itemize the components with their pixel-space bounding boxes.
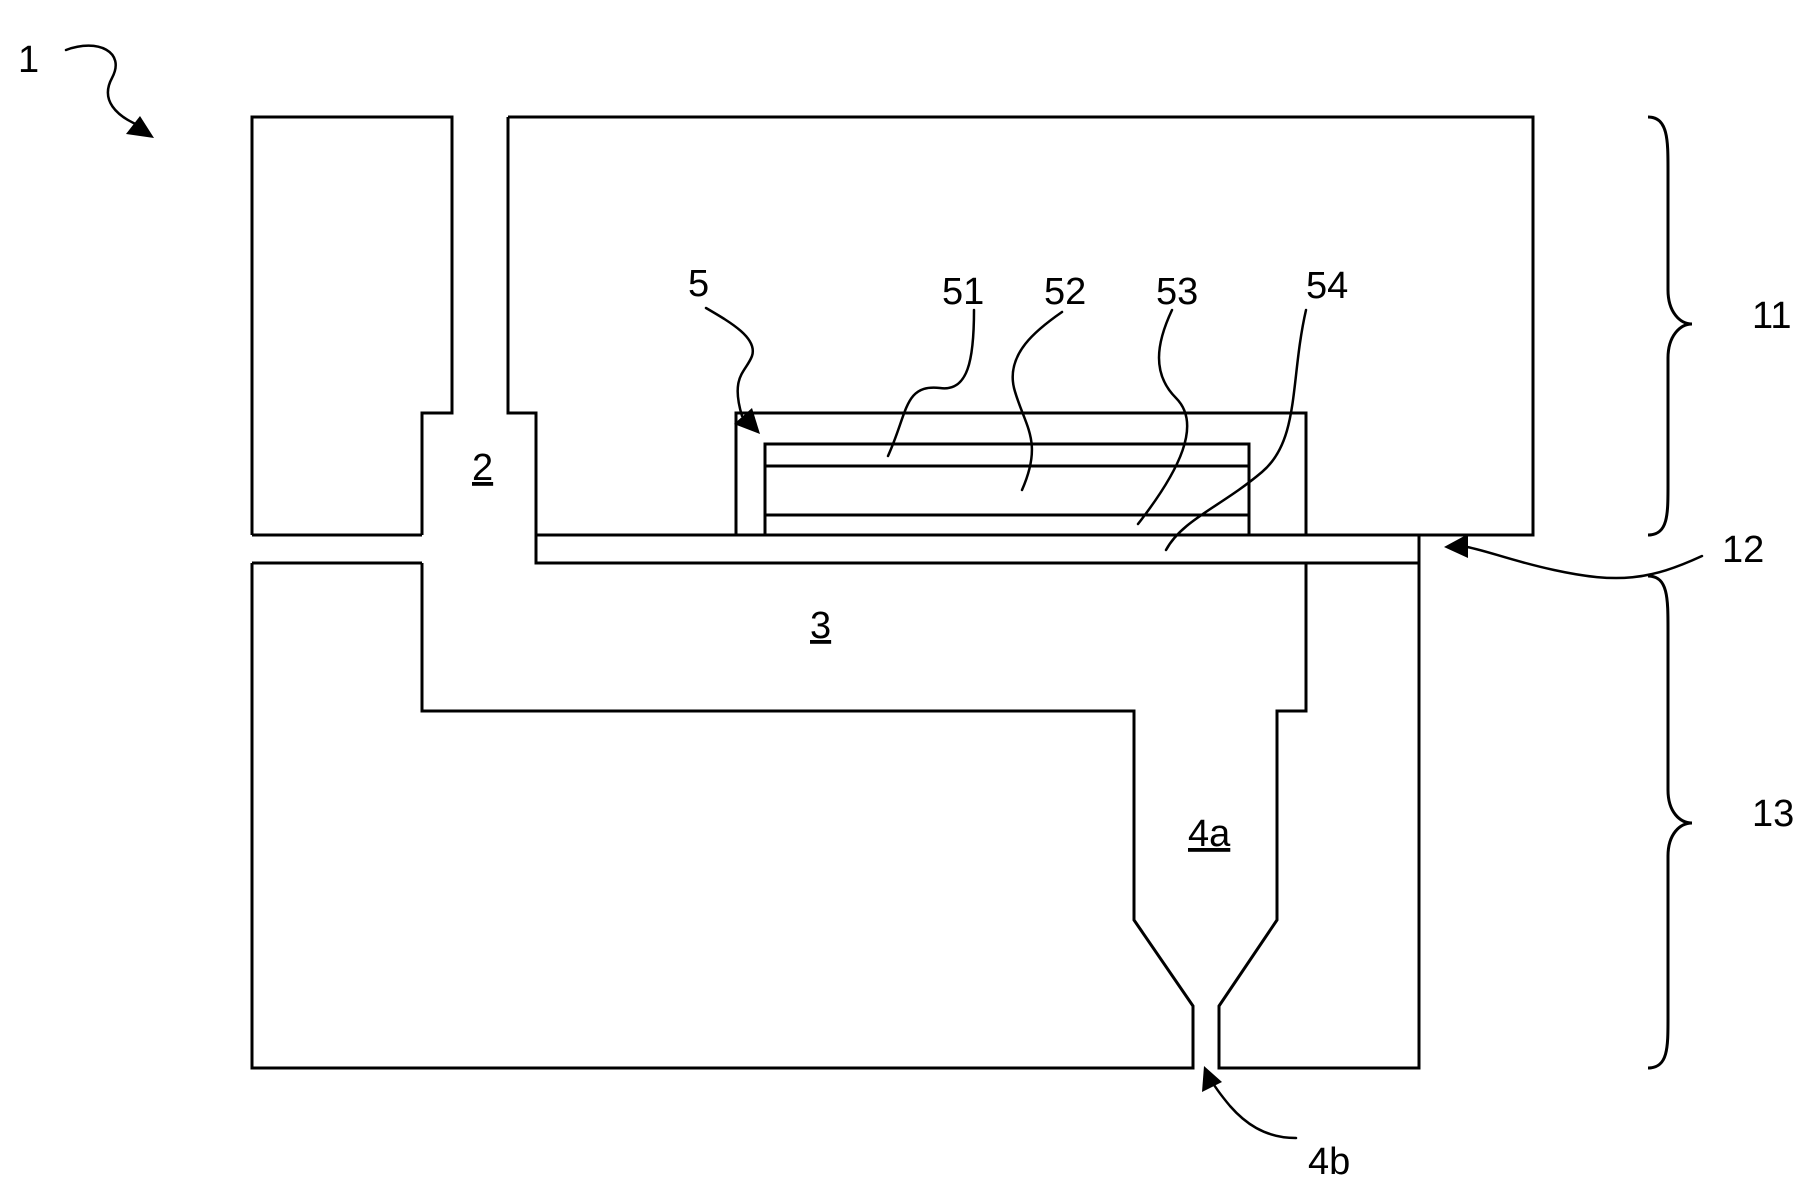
brace-upper-part [1648,117,1692,535]
arrow-device [126,116,154,138]
lower-left-block [252,563,1193,1068]
lower-right-block [1219,563,1419,1068]
leader-membrane [1462,546,1702,578]
label-layer-51: 51 [942,271,984,313]
actuator-layer-stack [765,444,1249,535]
arrow-nozzle [1202,1066,1222,1092]
upper-right-block-step [508,117,536,535]
leader-layer-53 [1138,310,1187,524]
label-layer-54: 54 [1306,265,1348,307]
label-membrane: 12 [1722,529,1764,571]
leader-nozzle [1210,1078,1296,1138]
label-actuator: 5 [688,263,709,305]
upper-right-block [508,117,1533,535]
label-upper-part: 11 [1752,295,1791,337]
label-device: 1 [18,39,39,81]
label-outlet-channel: 4a [1188,813,1231,855]
actuator-housing [736,413,1306,535]
label-nozzle: 4b [1308,1141,1350,1183]
brace-lower-part [1648,576,1692,1068]
leader-layer-52 [1013,312,1062,490]
leader-actuator [706,308,753,416]
label-chamber: 3 [810,605,831,647]
membrane-right [536,535,1419,563]
upper-left-block [252,117,452,535]
leader-layer-51 [888,310,974,456]
label-lower-part: 13 [1752,793,1794,835]
leader-device [66,46,140,126]
label-inlet-channel: 2 [472,447,493,489]
label-layer-52: 52 [1044,271,1086,313]
label-layer-53: 53 [1156,271,1198,313]
arrow-membrane [1444,534,1468,558]
